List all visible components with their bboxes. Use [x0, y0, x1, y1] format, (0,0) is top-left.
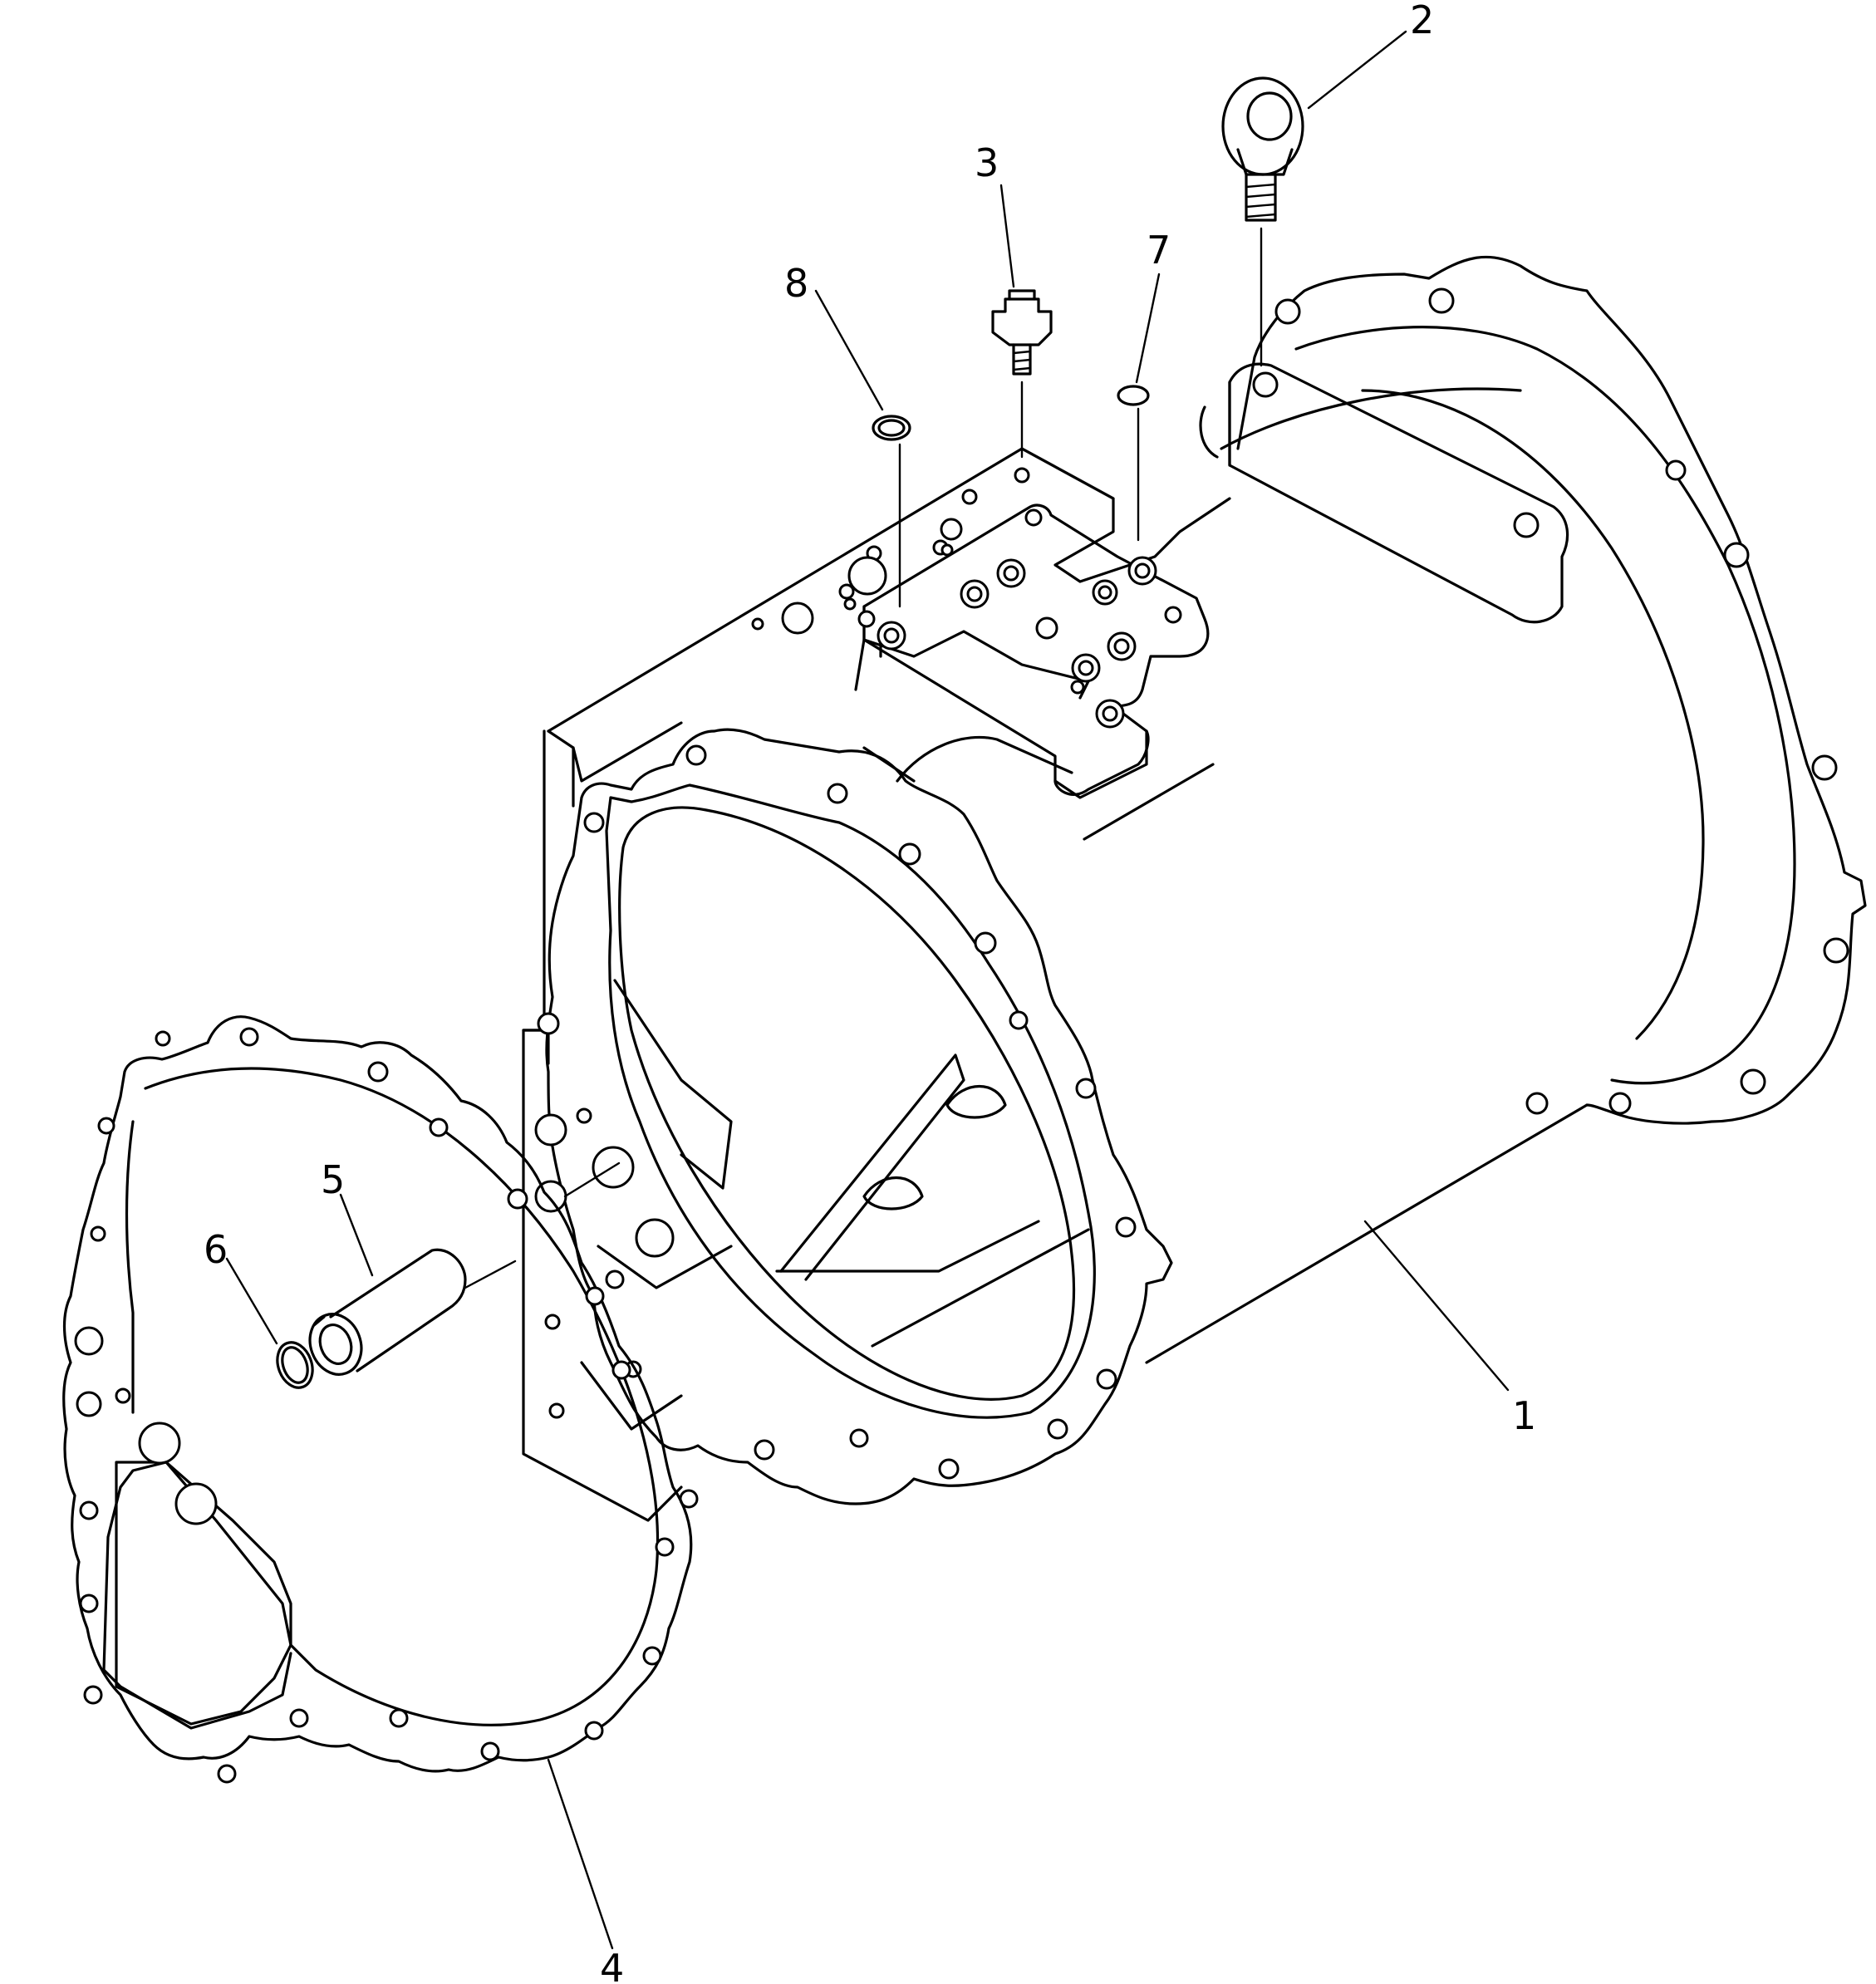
gasket-outline [62, 1015, 693, 1773]
leader-5 [339, 1193, 374, 1277]
rear-flange-inner [1294, 326, 1796, 1085]
block-holes [751, 467, 1030, 635]
callout-2: 2 [1410, 0, 1434, 42]
front-flange-opening [618, 806, 1076, 1401]
valve-plate [862, 503, 1210, 796]
callout-labels: 1 2 3 4 5 6 7 8 [204, 0, 1536, 1984]
rear-flange-inner-2 [1361, 389, 1705, 1040]
housing-mid-edge [1083, 763, 1215, 841]
eye-bolt-part-2 [1221, 76, 1304, 367]
leader-lines [225, 30, 1510, 1950]
lug-hole-rear [1513, 512, 1540, 538]
housing-top-edge [1220, 387, 1522, 450]
plug-part-3 [991, 289, 1053, 459]
leader-2 [1307, 30, 1407, 110]
housing-left-wall [522, 729, 683, 1522]
gasket-inner-opening [102, 1067, 660, 1730]
callout-1: 1 [1512, 1393, 1536, 1438]
top-lug [1228, 362, 1569, 624]
callout-5: 5 [321, 1157, 345, 1202]
oring-part-7 [1117, 385, 1150, 542]
callout-7: 7 [1147, 228, 1171, 273]
front-flange-bolts [534, 744, 1137, 1509]
rear-flange-bolts [1274, 287, 1849, 1115]
front-flange-outline [545, 728, 1173, 1505]
leader-1 [1363, 1220, 1510, 1392]
gasket-part-4 [62, 1015, 693, 1784]
housing-bottom-edge [1145, 1103, 1589, 1364]
callout-3: 3 [975, 140, 999, 185]
valve-block-top [547, 447, 1231, 733]
callout-6: 6 [204, 1227, 228, 1272]
front-flange-inner [605, 783, 1096, 1419]
callout-8: 8 [784, 261, 808, 306]
callout-4: 4 [600, 1946, 624, 1984]
oring-part-8 [872, 415, 911, 608]
valve-plate-ports [877, 508, 1182, 729]
leader-6 [225, 1257, 278, 1345]
tube-alignment-line [464, 1260, 517, 1289]
gasket-holes [74, 1027, 675, 1784]
leader-4 [547, 1758, 614, 1950]
leader-3 [999, 184, 1015, 288]
housing-part-1 [522, 255, 1867, 1522]
rear-flange-outline [1236, 255, 1867, 1125]
gasket-cutout [115, 1461, 292, 1726]
oring-part-6 [276, 1341, 314, 1389]
leader-7 [1135, 273, 1161, 384]
leader-8 [814, 289, 884, 411]
tube-part-5 [308, 1248, 467, 1376]
lug-hole-front [1252, 371, 1279, 398]
